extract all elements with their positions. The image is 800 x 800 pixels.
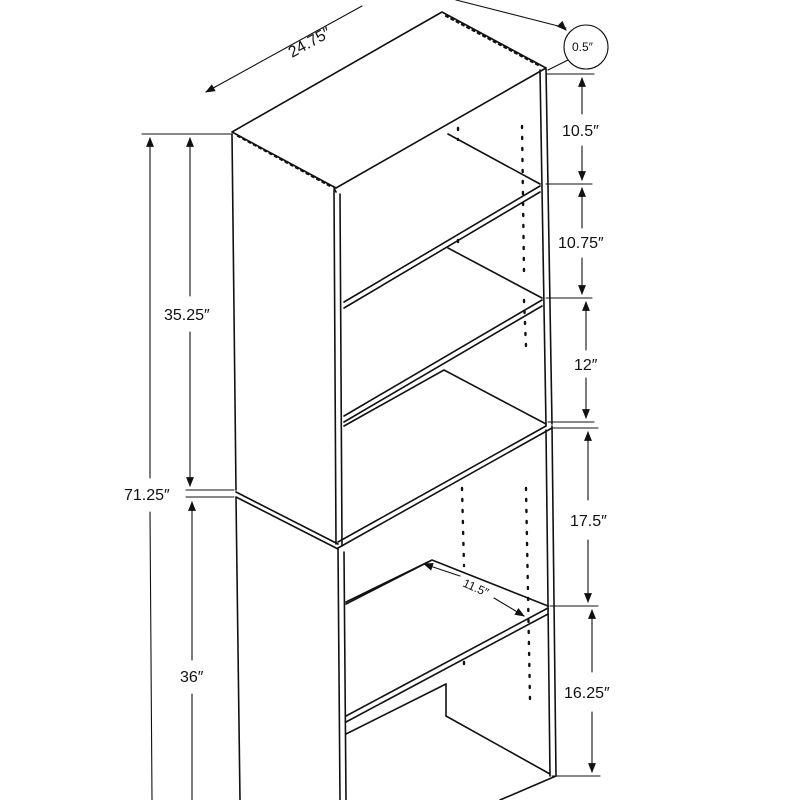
- top-width-label: 24.75″: [286, 24, 335, 61]
- shelf-3-front: [345, 607, 549, 717]
- total-height-label: 71.25″: [124, 487, 170, 504]
- depth-dim-left: [423, 563, 461, 577]
- right-outer-edge-lower: [551, 425, 557, 777]
- depth-label: 11.5″: [461, 576, 492, 600]
- shelf-1-front: [343, 185, 541, 303]
- upper-height-label: 35.25″: [164, 307, 210, 324]
- shelf-2-front: [343, 299, 543, 417]
- shelf-4-label: 17.5″: [570, 513, 607, 530]
- top-edge-texture-left: [236, 134, 332, 188]
- shelf-1-front-lower: [343, 191, 541, 309]
- total-height-dim-lower: [149, 511, 153, 800]
- shelf-1-depth: [447, 133, 541, 185]
- thickness-label: 0.5″: [572, 40, 594, 54]
- shelf-2-label: 10.75″: [558, 235, 604, 252]
- side-front-edge-lower: [337, 547, 341, 800]
- pin-holes-front-upper: [520, 124, 526, 274]
- middle-fixed-shelf-top: [343, 369, 547, 427]
- bottom-shelf-depth: [445, 715, 551, 775]
- shelf-2-front-lower: [343, 305, 543, 423]
- pin-holes-front-middle: [522, 298, 528, 348]
- side-inner-front-edge-upper: [339, 193, 343, 547]
- shelf-3-top: [345, 559, 549, 607]
- thickness-callout-circle: [563, 24, 609, 70]
- bottom-front-edge: [499, 775, 557, 800]
- top-width-dimension-line: [205, 5, 363, 93]
- shelf-1-label: 10.5″: [562, 123, 599, 140]
- shelf-5-label: 16.25″: [564, 685, 610, 702]
- top-front-corner: [333, 187, 337, 193]
- top-depth-dimension-line: [455, 0, 567, 29]
- right-outer-edge-upper: [545, 67, 553, 425]
- shelf-3-front-lower: [345, 613, 549, 723]
- thickness-callout-leader: [547, 59, 569, 71]
- shelf-2-depth: [447, 247, 543, 299]
- upper-section-joint: [235, 491, 339, 545]
- middle-fixed-shelf-front: [337, 425, 547, 543]
- bookcase-outline: [231, 11, 557, 800]
- top-edge-texture-right: [444, 14, 542, 68]
- pin-holes-front-lower: [524, 486, 532, 702]
- upper-section-joint-lower: [235, 496, 339, 550]
- pin-holes-back-lower: [460, 486, 466, 568]
- right-front-edge-lower: [545, 429, 551, 777]
- upper-side-left-edge: [231, 133, 237, 491]
- side-front-edge-upper: [333, 189, 337, 545]
- dimension-labels: 24.75″ 0.5″ 10.5″ 10.75″ 12″ 17.5″ 16.25…: [124, 24, 610, 702]
- lower-height-label: 36″: [180, 669, 204, 686]
- lower-side-left-edge: [235, 497, 241, 800]
- bottom-shelf-left: [345, 683, 447, 735]
- dimension-lines: [141, 0, 609, 800]
- middle-fixed-shelf-front-lower: [337, 427, 553, 549]
- shelf-3-label: 12″: [574, 357, 598, 374]
- right-front-edge-upper: [539, 69, 547, 427]
- side-inner-front-edge-lower: [343, 551, 347, 800]
- depth-dim-right: [493, 597, 525, 617]
- top-depth-arrow: [556, 20, 567, 31]
